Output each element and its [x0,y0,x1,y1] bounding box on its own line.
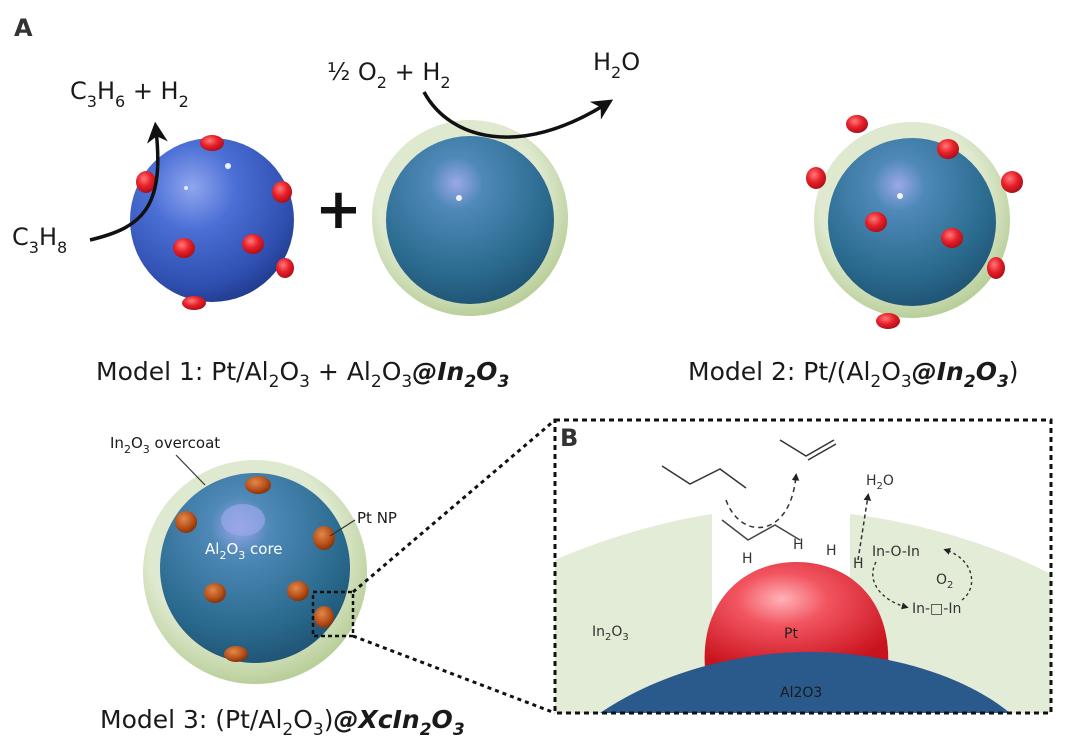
overcoat-label: In2O3 overcoat [110,434,220,456]
panel-b-label: B [560,424,578,452]
zoom-connector-bottom [352,634,556,715]
propene-hydrogen-label: C3H6 + H2 [70,77,189,111]
model2-caption: Model 2: Pt/(Al2O3@In2O3) [688,357,1019,392]
model1-caption: Model 1: Pt/Al2O3 + Al2O3@In2O3 [96,357,509,392]
water-label: H2O [593,48,640,82]
propene-skeleton [779,439,835,457]
model1-pt-al2o3-sphere [130,135,294,310]
h-atom-3: H [826,543,837,559]
in-vacancy-in-label: In-□-In [912,601,961,617]
adsorbed-propane [721,519,801,541]
reduction-arrow [872,561,909,610]
al2o3-support-label: Al2O3 [780,685,822,701]
pt-np-label: Pt NP [357,509,397,527]
in-o-in-label: In-O-In [872,544,920,560]
model2-sphere [806,115,1023,329]
panel-b: B H H H H H2O In-O-In O2 In-□-In In2O3 P… [553,418,1053,715]
pt-label: Pt [784,626,798,642]
ptnp-leader [329,519,356,537]
model3-sphere [143,460,367,684]
core-label: Al2O3 core [205,540,283,562]
model1-al2o3-in2o3-sphere [372,120,568,316]
plus-sign: + [315,177,362,242]
zoom-connector-top [352,418,556,594]
o2-label: O2 [936,572,953,591]
h-atom-1: H [742,551,753,567]
propane-label: C3H8 [12,223,67,257]
in2o3-region-label: In2O3 [592,624,629,643]
oxygen-arrow [422,91,614,139]
panel-b-water-label: H2O [866,473,894,492]
h-atom-4: H [853,556,864,572]
propane-skeleton [661,465,747,489]
overcoat-leader [175,454,206,486]
water-arrow [857,493,872,561]
oxygen-hydrogen-label: ½ O2 + H2 [327,58,451,92]
model3-caption: Model 3: (Pt/Al2O3)@XcIn2O3 [100,705,465,740]
propane-arrow [89,121,168,242]
h-atom-2: H [793,537,804,553]
panel-a-label: A [14,14,33,42]
dehydrogenation-arrow [725,473,800,529]
